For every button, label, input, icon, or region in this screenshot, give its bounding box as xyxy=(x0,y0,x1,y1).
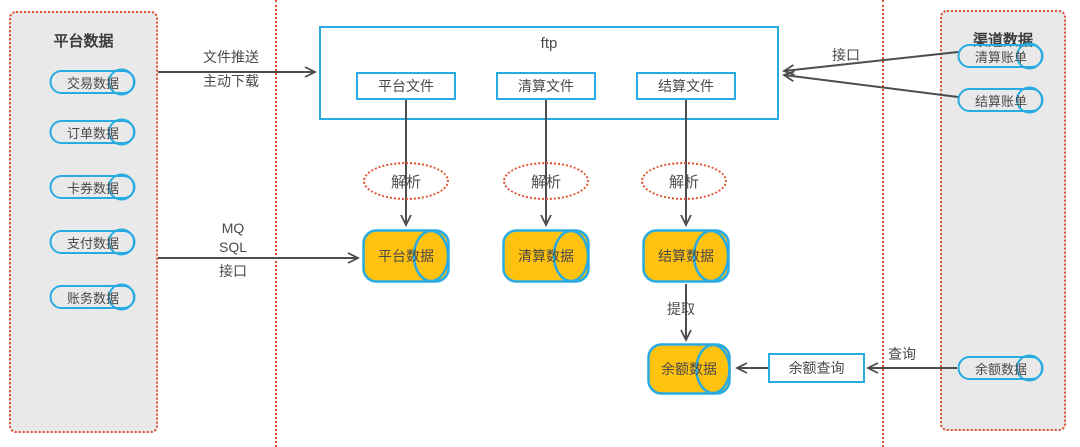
pill-shape xyxy=(49,283,136,311)
platform-file-box: 平台文件 xyxy=(356,72,456,100)
pill-shape xyxy=(49,118,136,146)
store-label: 清算数据 xyxy=(518,248,574,264)
file-box-label: 结算文件 xyxy=(658,78,714,94)
balance-query-box: 余额查询 xyxy=(768,353,865,383)
ftp-title: ftp xyxy=(540,35,558,52)
pill-accounting-data: 账务数据 xyxy=(49,283,137,311)
parse-ellipse-platform: 解析 xyxy=(363,162,449,200)
pill-shape xyxy=(49,68,136,96)
store-settlement-data: 结算数据 xyxy=(642,229,730,283)
edge-label-extract: 提取 xyxy=(667,301,695,317)
store-platform-data: 平台数据 xyxy=(362,229,450,283)
right-zone-divider xyxy=(882,0,884,447)
pill-balance-data: 余额数据 xyxy=(957,354,1045,382)
pill-shape xyxy=(957,86,1044,114)
parse-label: 解析 xyxy=(390,173,421,191)
file-box-label: 清算文件 xyxy=(518,78,574,94)
pill-shape xyxy=(49,173,136,201)
pill-order-data: 订单数据 xyxy=(49,118,137,146)
store-balance-data: 余额数据 xyxy=(647,343,731,395)
left-zone-divider xyxy=(275,0,277,447)
edge-label-query: 查询 xyxy=(888,346,916,362)
parse-ellipse-settlement: 解析 xyxy=(641,162,727,200)
parse-label: 解析 xyxy=(668,173,699,191)
cylinder-shape xyxy=(502,229,590,283)
platform-panel-title: 平台数据 xyxy=(53,33,114,50)
edge-label-interface-left: 接口 xyxy=(219,263,247,279)
parse-label: 解析 xyxy=(530,173,561,191)
pill-payment-data: 支付数据 xyxy=(49,228,137,256)
cylinder-shape xyxy=(362,229,450,283)
pill-label: 卡券数据 xyxy=(66,180,119,196)
edge-label-sql: SQL xyxy=(218,239,248,255)
pill-shape xyxy=(957,354,1044,382)
pill-label: 订单数据 xyxy=(66,125,119,141)
store-label: 平台数据 xyxy=(378,248,434,264)
parse-ellipse-clearing: 解析 xyxy=(503,162,589,200)
store-label: 余额数据 xyxy=(661,361,717,377)
settlement-file-box: 结算文件 xyxy=(636,72,736,100)
pill-clearing-bill: 清算账单 xyxy=(957,42,1045,70)
store-clearing-data: 清算数据 xyxy=(502,229,590,283)
file-box-label: 平台文件 xyxy=(378,78,434,94)
edge-label-file-push: 文件推送 xyxy=(203,49,259,65)
edge-label-active-download: 主动下载 xyxy=(203,73,259,89)
pill-label: 余额数据 xyxy=(974,361,1027,377)
edge-label-mq: MQ xyxy=(221,220,245,236)
balance-query-label: 余额查询 xyxy=(788,360,845,376)
edge-label-interface-right: 接口 xyxy=(832,47,860,63)
pill-shape xyxy=(957,42,1044,70)
pill-label: 结算账单 xyxy=(974,93,1027,109)
pill-coupon-data: 卡券数据 xyxy=(49,173,137,201)
pill-shape xyxy=(49,228,136,256)
pill-settlement-bill: 结算账单 xyxy=(957,86,1045,114)
pill-transaction-data: 交易数据 xyxy=(49,68,137,96)
cylinder-shape xyxy=(647,343,731,395)
clearing-file-box: 清算文件 xyxy=(496,72,596,100)
pill-label: 交易数据 xyxy=(66,75,119,91)
pill-label: 清算账单 xyxy=(974,49,1027,65)
cylinder-shape xyxy=(642,229,730,283)
store-label: 结算数据 xyxy=(658,248,714,264)
pill-label: 支付数据 xyxy=(66,235,119,251)
pill-label: 账务数据 xyxy=(66,290,119,306)
